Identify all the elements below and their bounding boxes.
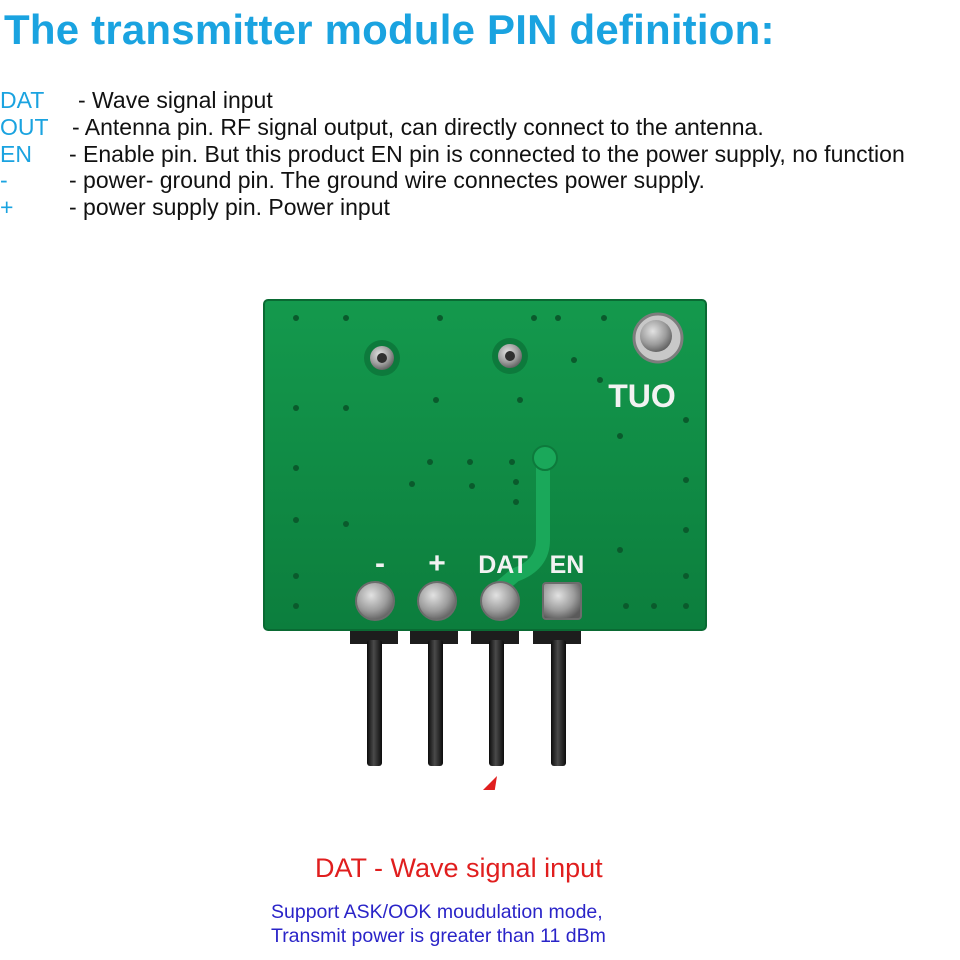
pin-name: OUT [0, 114, 49, 140]
callout-arrow-icon [483, 776, 497, 790]
antenna-pad [632, 312, 684, 364]
header-pin-en [533, 628, 581, 766]
solder-pad-dat [480, 581, 520, 621]
pcb-trace [490, 448, 550, 597]
pin-description: - power- ground pin. The ground wire con… [69, 167, 705, 193]
pin-description: - power supply pin. Power input [69, 194, 390, 220]
solder-pad-plus [417, 581, 457, 621]
silkscreen-pin-labels: - + DAT EN [375, 547, 584, 580]
solder-pad-en [542, 582, 582, 620]
via-icon [532, 445, 558, 471]
support-text-line-1: Support ASK/OOK moudulation mode, [271, 901, 603, 923]
silkscreen-label-minus: - [375, 547, 385, 580]
pin-name: EN [0, 141, 32, 167]
solder-pads [355, 581, 582, 621]
pin-description: - Enable pin. But this product EN pin is… [69, 141, 905, 167]
silkscreen-label-plus: + [428, 547, 446, 580]
page-title: The transmitter module PIN definition: [4, 6, 775, 53]
solder-pad-minus [355, 581, 395, 621]
dat-callout-label: DAT - Wave signal input [315, 853, 603, 883]
silkscreen-label-dat: DAT [478, 551, 528, 579]
header-pin-plus [410, 628, 458, 766]
pcb-vias [293, 315, 689, 609]
header-pin-dat [471, 628, 519, 766]
header-pin-minus [350, 628, 398, 766]
header-pins [350, 628, 581, 766]
pin-name: DAT [0, 87, 45, 113]
pin-name: + [0, 194, 14, 220]
silkscreen-out-label: TUO [608, 378, 676, 414]
silkscreen-label-en: EN [550, 551, 585, 579]
mounting-holes [364, 338, 528, 376]
pcb-board [263, 299, 707, 631]
pcb-module-photo: TUO - + DAT EN [263, 299, 707, 790]
pin-name: - [0, 167, 8, 193]
pin-description: - Antenna pin. RF signal output, can dir… [72, 114, 764, 140]
support-text-line-2: Transmit power is greater than 11 dBm [271, 925, 606, 947]
pin-description: - Wave signal input [78, 87, 273, 113]
